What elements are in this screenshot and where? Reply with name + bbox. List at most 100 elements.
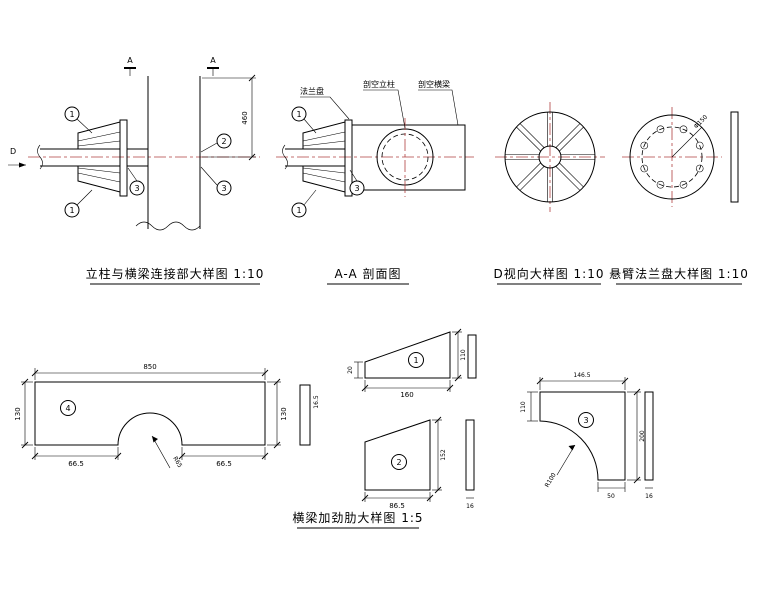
part-bubble: 3: [129, 180, 145, 196]
dim-text: 16.5: [313, 395, 320, 409]
svg-text:2: 2: [221, 137, 226, 146]
dim-text: 50: [607, 493, 615, 500]
dim-text: 152: [440, 449, 447, 461]
part-bubble: 1: [408, 352, 424, 368]
svg-text:3: 3: [583, 416, 588, 425]
dim-side: 16: [645, 487, 653, 500]
callout-beam: 剖空横梁: [418, 79, 459, 126]
svg-text:2: 2: [396, 458, 401, 467]
svg-text:1: 1: [69, 110, 74, 119]
title-stiffener: 横梁加劲肋大样图 1:5: [292, 510, 423, 525]
view-connection-detail: A A D 460 1 2 3 3 1: [8, 56, 260, 231]
dim-text: 86.5: [389, 502, 405, 510]
dim-text: 20: [347, 366, 354, 374]
dim-side: 16: [466, 497, 474, 510]
dim-left: 20: [347, 361, 363, 379]
part-bubble: 3: [349, 180, 365, 196]
part-4-plate: 850 130 130 66.5 66.5 R6: [14, 363, 320, 469]
part-1-rib: 20 110 160 1: [347, 328, 477, 399]
section-mark-right: A: [207, 56, 219, 76]
part-2-rib: 152 86.5 2 16: [361, 416, 475, 510]
part-bubble: 4: [60, 400, 76, 416]
rib-side-view: [644, 391, 654, 481]
hub-circle: [538, 145, 562, 169]
pipe-break-line: [135, 221, 201, 231]
flange-label: 法兰盘: [300, 86, 324, 96]
rib-lines: [505, 112, 595, 202]
part-3-rib: 146.5 110 200 50 R100 3 16: [520, 372, 654, 500]
part-bubble: 1: [291, 202, 307, 218]
rib-outline: [539, 391, 626, 481]
callout-flange: 法兰盘: [300, 86, 350, 120]
dim-text: R100: [544, 472, 558, 489]
view-d-label: D: [10, 147, 16, 156]
column-outline: [135, 76, 201, 231]
dim-top: 146.5: [536, 372, 629, 390]
title-connection: 立柱与横梁连接部大样图 1:10: [86, 266, 265, 281]
dim-text: R65: [171, 455, 183, 469]
part-bubble: 1: [291, 106, 307, 122]
part-bubble: 1: [64, 202, 80, 218]
section-mark-label: A: [127, 56, 133, 65]
rib-outline: [364, 419, 431, 491]
dim-left: 130: [14, 378, 33, 449]
dim-text: 66.5: [68, 460, 84, 468]
svg-text:1: 1: [296, 110, 301, 119]
bolt-holes: [640, 125, 704, 189]
view-direction-d: D: [8, 147, 26, 168]
rib-side-view: [465, 419, 475, 491]
view-d-direction: [495, 102, 605, 212]
drawing-titles: 立柱与横梁连接部大样图 1:10 A-A 剖面图 D视向大样图 1:10 悬臂法…: [86, 266, 749, 285]
dim-text: 460: [241, 111, 249, 124]
dim-text: 200: [639, 430, 646, 442]
section-mark-left: A: [124, 56, 136, 76]
title-view-d: D视向大样图 1:10: [493, 266, 604, 281]
plate-outline: [34, 381, 266, 446]
svg-text:3: 3: [354, 184, 359, 193]
dim-bottom: 86.5: [361, 492, 434, 510]
svg-text:1: 1: [69, 206, 74, 215]
column-label: 剖空立柱: [363, 79, 395, 89]
dim-right: 130: [267, 378, 288, 449]
svg-text:1: 1: [413, 356, 418, 365]
svg-text:4: 4: [65, 404, 70, 413]
rib-outline: [364, 331, 451, 379]
view-section-aa: 法兰盘 剖空立柱 剖空横梁 1 3 1: [276, 79, 474, 218]
beam-section-body: [351, 124, 466, 191]
rib-side-view: [467, 334, 477, 379]
arrowhead: [152, 436, 158, 443]
dim-bottom: 160: [361, 380, 454, 399]
svg-text:3: 3: [221, 184, 226, 193]
section-mark-label: A: [210, 56, 216, 65]
dim-right: 110: [452, 328, 467, 382]
arrowhead: [568, 445, 575, 451]
dim-right: 200: [627, 388, 646, 484]
dim-text: 16: [466, 503, 474, 510]
dim-column-height: 460: [202, 74, 256, 161]
callout-column: 剖空立柱: [363, 79, 406, 129]
dim-text: 110: [520, 401, 527, 413]
stiffener-title-group: 横梁加劲肋大样图 1:5: [292, 510, 423, 529]
dim-text: 146.5: [573, 372, 590, 379]
dim-text: 160: [400, 391, 413, 399]
lower-gusset: [77, 165, 121, 193]
flange-plate: [119, 119, 128, 197]
part-bubble: 3: [216, 180, 232, 196]
part-bubble: 1: [64, 106, 80, 122]
part-bubble: 2: [216, 133, 232, 149]
dim-radius: R65: [151, 435, 183, 469]
beam-break-line: [37, 144, 43, 170]
dim-radius: R100: [544, 444, 576, 489]
flange-outer-circle: [504, 111, 596, 203]
bolt-circle: [641, 126, 703, 188]
dim-text: 66.5: [216, 460, 232, 468]
dim-left: 110: [520, 391, 538, 422]
part-bubble: 3: [578, 412, 594, 428]
title-flange: 悬臂法兰盘大样图 1:10: [609, 266, 749, 281]
view-flange-plate: Φ150: [622, 107, 739, 207]
title-section: A-A 剖面图: [334, 267, 401, 281]
svg-text:3: 3: [134, 184, 139, 193]
dim-plate-diameter: Φ150: [671, 114, 709, 158]
svg-text:1: 1: [296, 206, 301, 215]
